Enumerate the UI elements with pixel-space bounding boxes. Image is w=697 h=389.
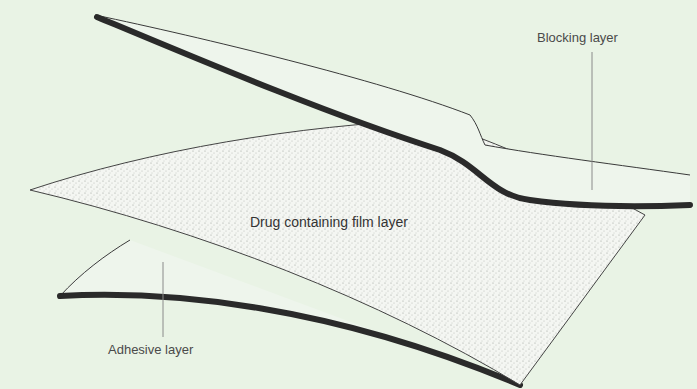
callout-label: Blocking layer: [537, 30, 618, 46]
callout-label: Adhesive layer: [108, 342, 193, 358]
blocking-sheet: [95, 15, 690, 206]
blocking-edge-thin: [95, 15, 690, 175]
adhesive-edge-thin: [60, 240, 130, 296]
leader-line: [163, 262, 164, 337]
layer-label: Drug containing film layer: [250, 214, 408, 230]
leader-line: [592, 52, 593, 190]
blocking-edge-thick: [97, 17, 690, 206]
